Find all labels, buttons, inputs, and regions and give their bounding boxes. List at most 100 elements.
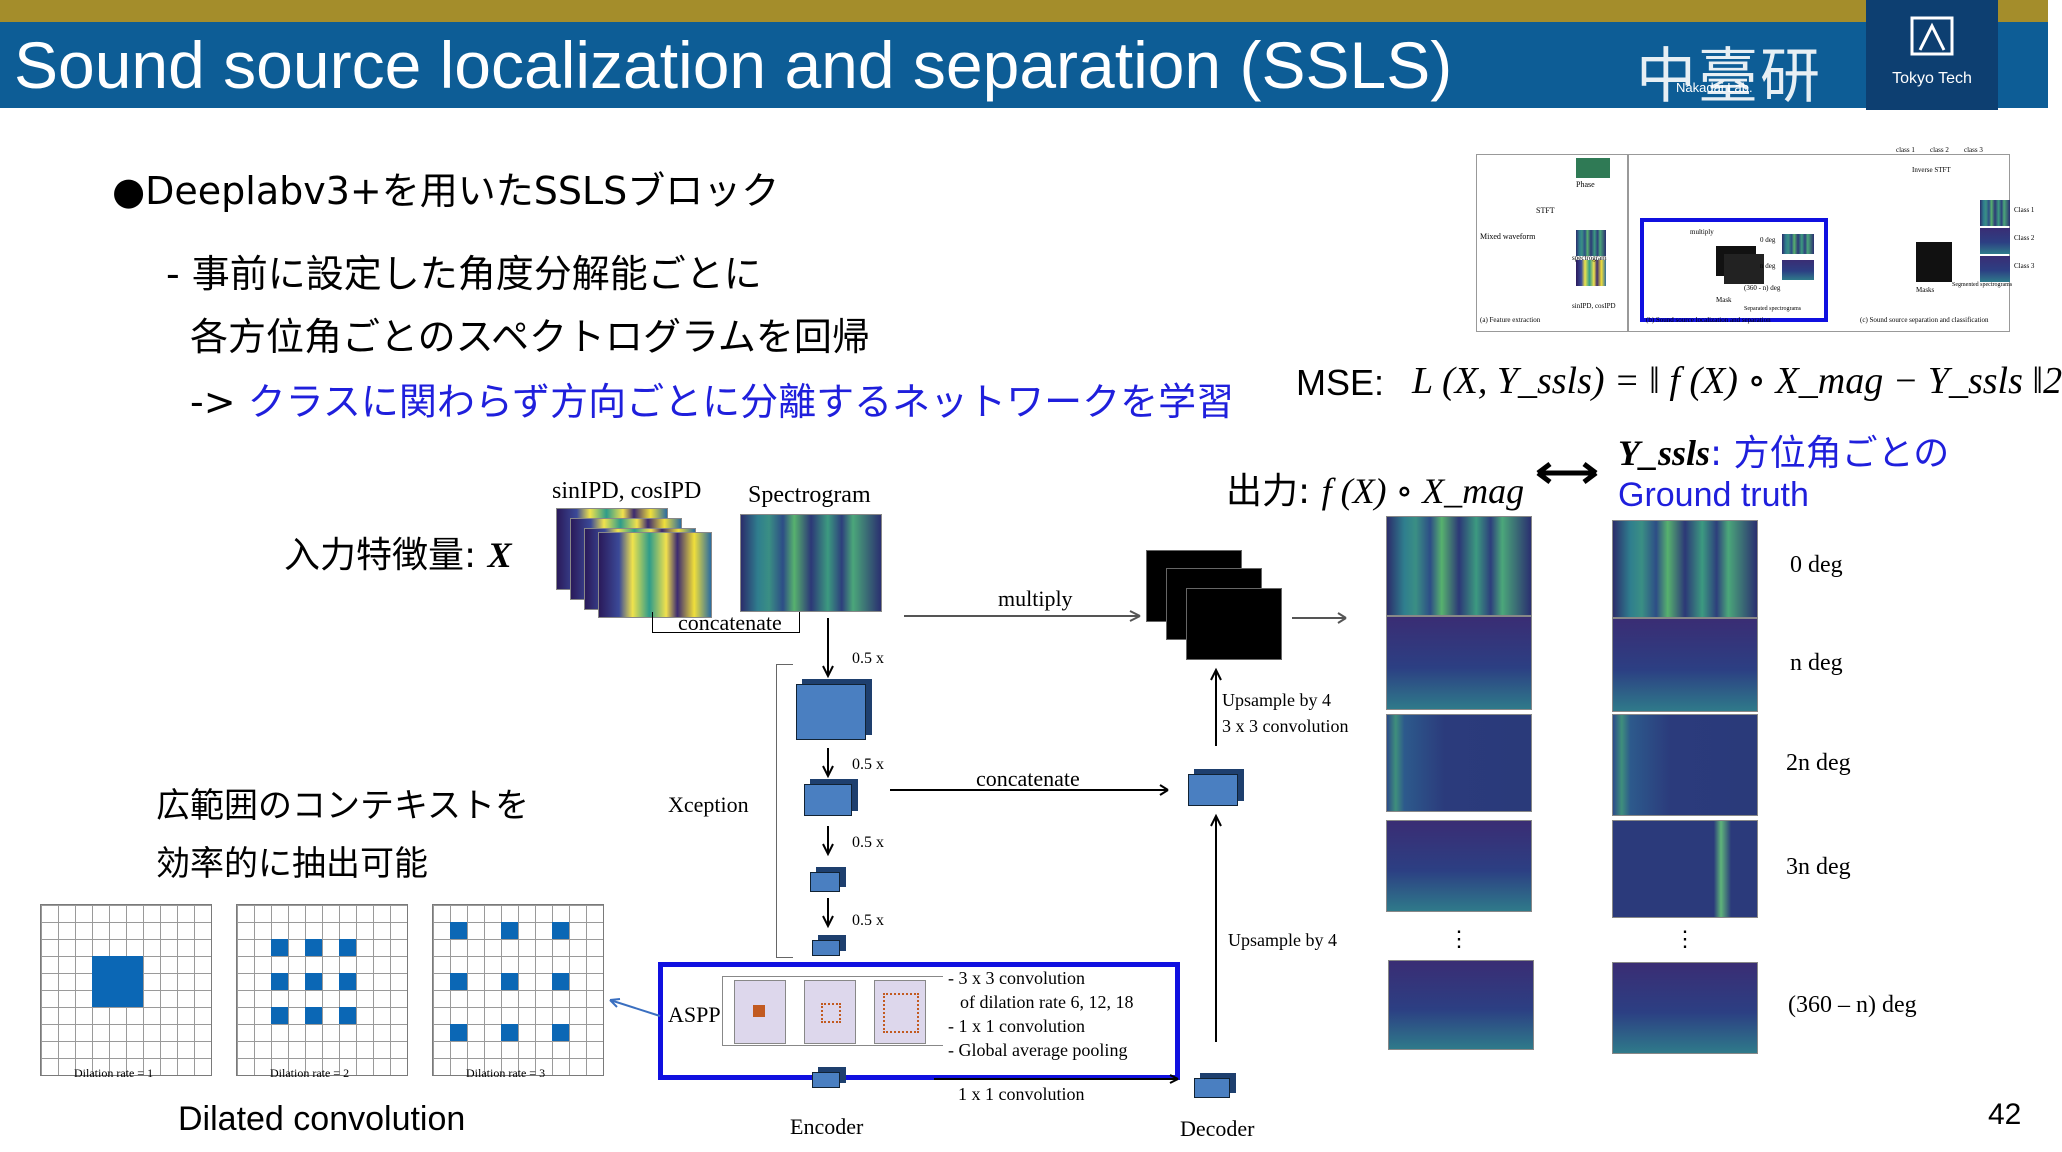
- university-emblem-icon: [1910, 16, 1954, 56]
- aspp-pointer-arrow-icon: [609, 998, 661, 1017]
- encoder-down-arrow-3: [822, 826, 834, 857]
- thumb-label-phase: Phase: [1576, 180, 1595, 189]
- scale-label-4: 0.5 x: [852, 912, 884, 929]
- sinipd-label: sinIPD, cosIPD: [552, 478, 702, 504]
- gt-label: Y_ssls: 方位角ごとの: [1618, 424, 1949, 476]
- conv1-arrow-icon: [934, 1074, 1179, 1084]
- thumb-label-0deg: 0 deg: [1760, 236, 1776, 244]
- deg-label-n: n deg: [1790, 650, 1843, 676]
- dilation-rate-1-label: Dilation rate = 1: [74, 1066, 154, 1080]
- thumb-label-stft: STFT: [1536, 206, 1555, 215]
- thumb-sep-1: [1782, 234, 1814, 254]
- bullet-line-3-highlight: クラスに関わらず方向ごとに分離するネットワークを学習: [247, 380, 1235, 424]
- encoder-label: Encoder: [790, 1114, 864, 1139]
- bullet-line-1: - 事前に設定した角度分解能ごとに: [166, 252, 762, 296]
- thumb-label-multiply: multiply: [1690, 228, 1714, 236]
- gt-spectrogram-3n: [1612, 820, 1758, 918]
- thumb-label-istft: Inverse STFT: [1912, 166, 1951, 174]
- context-line-2: 効率的に抽出可能: [156, 844, 428, 884]
- thumb-label-class1: class 1: [1896, 146, 1915, 154]
- thumb-label-Class2: Class 2: [2014, 234, 2035, 242]
- concatenate-bracket: [652, 612, 800, 633]
- thumb-caption-c: (c) Sound source separation and classifi…: [1860, 316, 1989, 324]
- lab-logo: 中臺研: [1636, 42, 1822, 112]
- decoder-label: Decoder: [1180, 1116, 1255, 1141]
- bullet-line-2: 各方位角ごとのスペクトログラムを回帰: [190, 315, 870, 359]
- dilation-rate-2-label: Dilation rate = 2: [270, 1066, 350, 1080]
- thumb-label-ndeg: n deg: [1760, 262, 1776, 270]
- encoder-block-4: [812, 940, 840, 956]
- gt-label-suffix: : 方位角ごとの: [1710, 433, 1950, 474]
- dilation-grid-2: [236, 904, 408, 1076]
- deg-label-3n: 3n deg: [1786, 854, 1851, 880]
- encoder-block-1: [796, 684, 866, 740]
- decoder-block-mid: [1188, 774, 1238, 806]
- deg-label-2n: 2n deg: [1786, 750, 1851, 776]
- aspp-note-3: - 1 x 1 convolution: [948, 1016, 1085, 1036]
- output-spectrogram-3n: [1386, 820, 1532, 912]
- thumb-label-mask: Mask: [1716, 296, 1732, 304]
- concatenate-arrow-icon: [890, 784, 1169, 796]
- university-logo: [1866, 0, 1998, 128]
- deg-label-0: 0 deg: [1790, 552, 1843, 578]
- encoder-down-arrow-4: [822, 898, 834, 929]
- xception-bracket: [776, 664, 793, 958]
- thumb-spec-2: [1576, 260, 1606, 286]
- input-spectrogram: [740, 514, 882, 612]
- bullet-line-3-prefix: ->: [190, 380, 248, 424]
- decoder-block-bottom: [1194, 1078, 1230, 1098]
- thumb-highlight-box: [1640, 218, 1828, 322]
- upsample-label-1: Upsample by 4: [1222, 690, 1331, 710]
- page-number: 42: [1988, 1098, 2022, 1131]
- top-accent-bar: [0, 0, 2048, 22]
- output-label-prefix: 出力:: [1226, 471, 1322, 512]
- input-label: 入力特徴量: X: [284, 526, 512, 578]
- thumb-phase-block: [1576, 158, 1610, 178]
- thumb-caption-a: (a) Feature extraction: [1480, 316, 1541, 324]
- encoder-block-2: [804, 784, 852, 816]
- thumb-label-segmented: Segmented spectrograms: [1952, 282, 2013, 288]
- equivalence-arrow-icon: [1536, 462, 1598, 484]
- aspp-kernel-1: [734, 980, 786, 1044]
- encoder-down-arrow-2: [822, 748, 834, 779]
- input-label-text: 入力特徴量:: [284, 535, 488, 576]
- conv1-label: 1 x 1 convolution: [958, 1084, 1085, 1104]
- thumb-class-spec-3: [1980, 256, 2010, 282]
- thumb-panel-a: [1476, 154, 1628, 332]
- aspp-kernel-2: [804, 980, 856, 1044]
- encoder-block-3: [810, 872, 840, 892]
- bullet-line-3: -> クラスに関わらず方向ごとに分離するネットワークを学習: [190, 371, 1234, 426]
- gt-vdots: ⋮: [1674, 926, 1696, 951]
- multiply-label: multiply: [998, 586, 1073, 611]
- decoder-up-arrow-2: [1210, 813, 1222, 1042]
- thumb-label-class3: class 3: [1964, 146, 1983, 154]
- output-spectrogram-n: [1386, 616, 1532, 710]
- aspp-note-4: - Global average pooling: [948, 1040, 1128, 1060]
- aspp-kernel-3: [874, 980, 926, 1044]
- thumb-label-ipd: sinIPD, cosIPD: [1572, 302, 1616, 310]
- lab-logo-subtitle: Nakadai Lab.: [1676, 80, 1753, 95]
- output-arrow-icon: [1292, 612, 1347, 624]
- dilation-grid-1: [40, 904, 212, 1076]
- output-spectrogram-2n: [1386, 714, 1532, 812]
- input-symbol: X: [487, 535, 512, 575]
- output-label: 出力: f (X) ∘ X_mag: [1226, 462, 1524, 514]
- thumb-label-separated: Separated spectrograms: [1744, 306, 1802, 312]
- gt-spectrogram-n: [1612, 618, 1758, 712]
- dilation-rate-3-label: Dilation rate = 3: [466, 1066, 546, 1080]
- thumb-sep-2: [1782, 260, 1814, 280]
- scale-label-3: 0.5 x: [852, 834, 884, 851]
- multiply-arrow-icon: [904, 610, 1141, 622]
- encoder-down-arrow-1: [822, 618, 834, 679]
- thumb-spec-1: [1576, 230, 1606, 256]
- output-spectrogram-0: [1386, 516, 1532, 616]
- thumb-class-mask: [1916, 242, 1952, 282]
- gt-symbol: Y_ssls: [1618, 433, 1711, 473]
- thumb-class-spec-2: [1980, 228, 2010, 254]
- gt-spectrogram-360-n: [1612, 962, 1758, 1054]
- architecture-thumbnail: Phase STFT Mixed waveform spectrogram si…: [1476, 110, 2036, 332]
- thumb-label-360deg: (360 - n) deg: [1744, 284, 1781, 292]
- thumb-label-Class3: Class 3: [2014, 262, 2035, 270]
- gt-spectrogram-2n: [1612, 714, 1758, 816]
- aspp-bracket: [722, 976, 943, 1046]
